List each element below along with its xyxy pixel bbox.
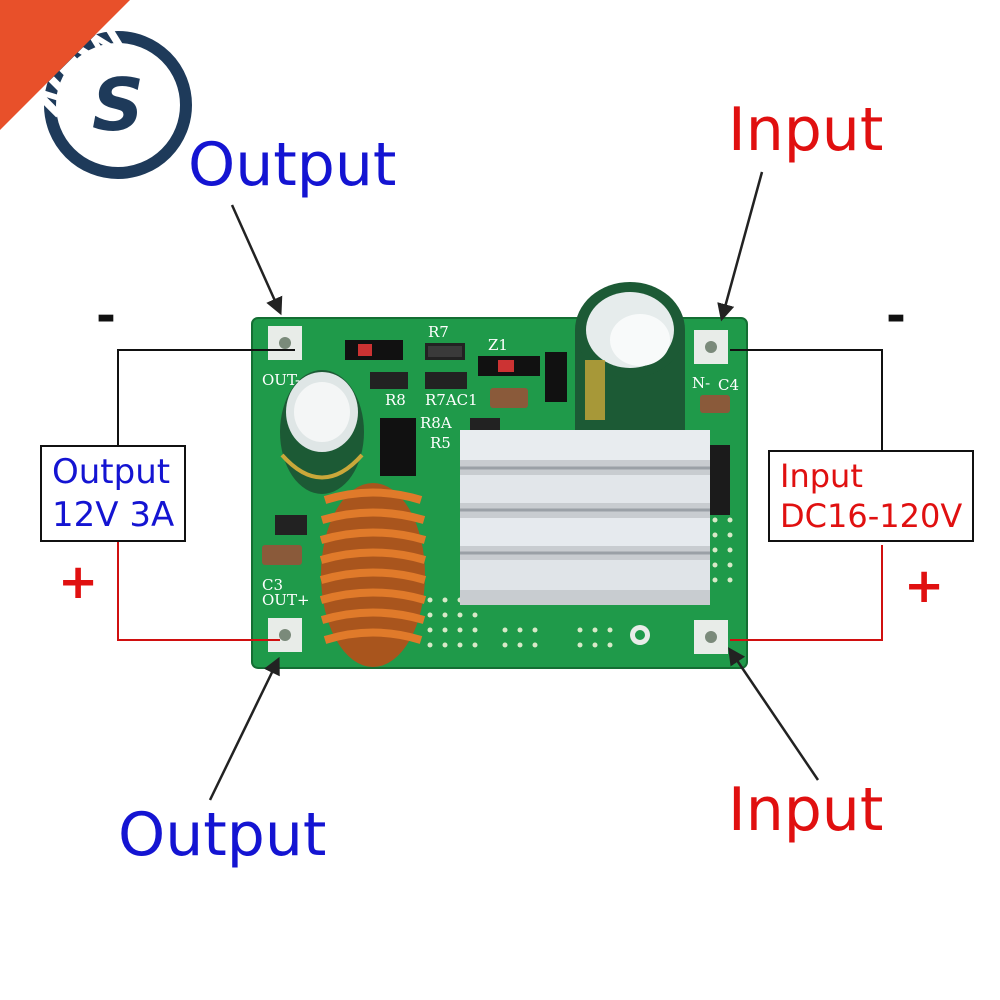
logo-ring-icon [44, 31, 192, 179]
pointer-arrows [208, 171, 820, 801]
badge-ribbon [0, 0, 130, 130]
svg-text:C4: C4 [718, 376, 739, 394]
heatsink [460, 430, 710, 605]
svg-text:R8: R8 [385, 391, 406, 409]
pcb-silkscreen: R7 Z1 OUT- R8 R7AC1 R8A R5 C3 OUT+ N- C4 [262, 323, 739, 609]
pcb-pads [427, 517, 733, 648]
svg-text:R7: R7 [428, 323, 449, 341]
svg-text:R5: R5 [430, 434, 451, 452]
output-top-label: Output [188, 130, 397, 200]
input-spec-line1: Input [780, 457, 863, 495]
capacitor-right [575, 282, 685, 430]
input-top-label: Input [728, 95, 884, 165]
logo-s-icon: S [92, 63, 144, 147]
terminal-pads [268, 326, 728, 654]
svg-text:R8A: R8A [420, 414, 452, 432]
input-bottom-label: Input [728, 775, 884, 845]
input-spec-line2: DC16-120V [780, 497, 963, 535]
new-badge: S NEW [0, 0, 192, 179]
capacitor-left [280, 370, 364, 494]
output-spec-box: Output 12V 3A [40, 445, 187, 542]
svg-text:OUT-: OUT- [262, 371, 300, 389]
left-minus-sign: - [96, 288, 116, 344]
output-spec-line1: Output [52, 452, 171, 492]
svg-text:C3: C3 [262, 576, 283, 594]
svg-text:OUT+: OUT+ [262, 591, 310, 609]
svg-text:Z1: Z1 [488, 336, 508, 354]
input-spec-box: Input DC16-120V [768, 450, 975, 542]
right-minus-sign: - [886, 288, 906, 344]
output-bottom-label: Output [118, 800, 327, 870]
output-spec-line2: 12V 3A [52, 494, 175, 535]
svg-text:N-: N- [692, 374, 710, 392]
inductor-coil [319, 483, 427, 667]
wiring [117, 349, 883, 641]
svg-text:R7AC1: R7AC1 [425, 391, 478, 409]
left-plus-sign: + [58, 554, 99, 610]
right-plus-sign: + [904, 558, 945, 614]
smd-components [262, 340, 730, 565]
